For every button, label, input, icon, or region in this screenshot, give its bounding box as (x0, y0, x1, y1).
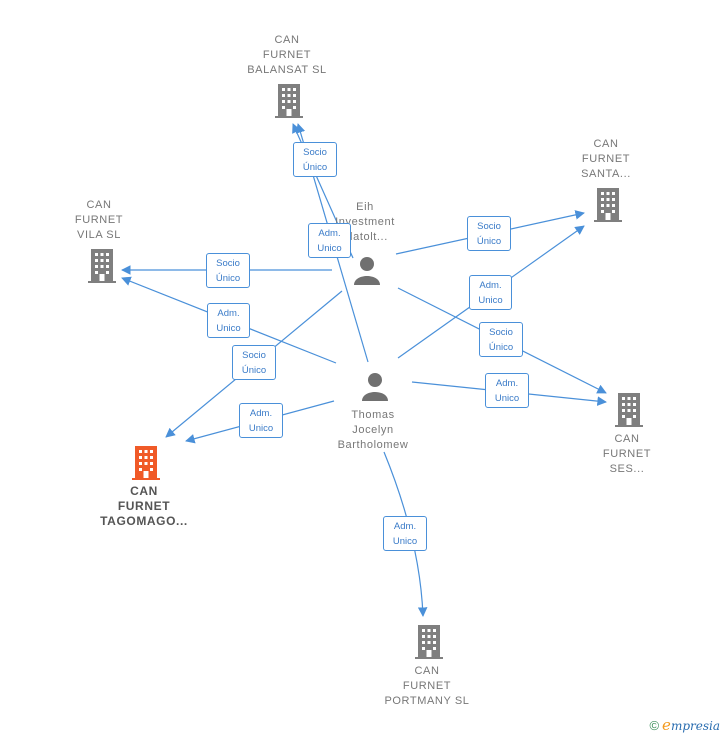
relation-badge[interactable]: Adm. Unico (469, 275, 512, 310)
node-label-ses[interactable]: CAN FURNET SES... (602, 433, 652, 475)
footer-brand[interactable]: ©empresia (649, 716, 720, 734)
relation-badge[interactable]: Adm. Unico (207, 303, 250, 338)
relation-badge[interactable]: Adm. Unico (308, 223, 351, 258)
relation-badge[interactable]: Socio Único (232, 345, 276, 380)
relation-badge[interactable]: Socio Único (293, 142, 337, 177)
edges (121, 123, 607, 617)
node-label-tagomago[interactable]: CAN FURNET TAGOMAGO... (100, 484, 188, 528)
node-label-thomas[interactable]: Thomas Jocelyn Bartholomew (337, 409, 409, 451)
building-icon[interactable] (615, 393, 643, 427)
building-icon[interactable] (594, 188, 622, 222)
person-icon[interactable] (362, 373, 388, 401)
building-focus-icon[interactable] (132, 446, 160, 480)
node-label-balansat[interactable]: CAN FURNET BALANSAT SL (247, 34, 327, 76)
building-icon[interactable] (275, 84, 303, 118)
relation-badge[interactable]: Adm. Unico (239, 403, 283, 438)
brand-name: mpresia (670, 719, 720, 733)
relation-badge[interactable]: Adm. Unico (485, 373, 529, 408)
building-icon[interactable] (415, 625, 443, 659)
building-icon[interactable] (88, 249, 116, 283)
relation-badge[interactable]: Socio Único (206, 253, 250, 288)
node-label-portmany[interactable]: CAN FURNET PORTMANY SL (384, 665, 470, 707)
relation-badge[interactable]: Adm. Unico (383, 516, 427, 551)
copyright-icon: © (649, 718, 660, 733)
node-label-santa[interactable]: CAN FURNET SANTA... (581, 138, 631, 180)
relation-badge[interactable]: Socio Único (479, 322, 523, 357)
relation-badge[interactable]: Socio Único (467, 216, 511, 251)
person-icon[interactable] (354, 257, 380, 285)
brand-initial: e (662, 716, 671, 734)
node-label-vila[interactable]: CAN FURNET VILA SL (74, 199, 124, 241)
